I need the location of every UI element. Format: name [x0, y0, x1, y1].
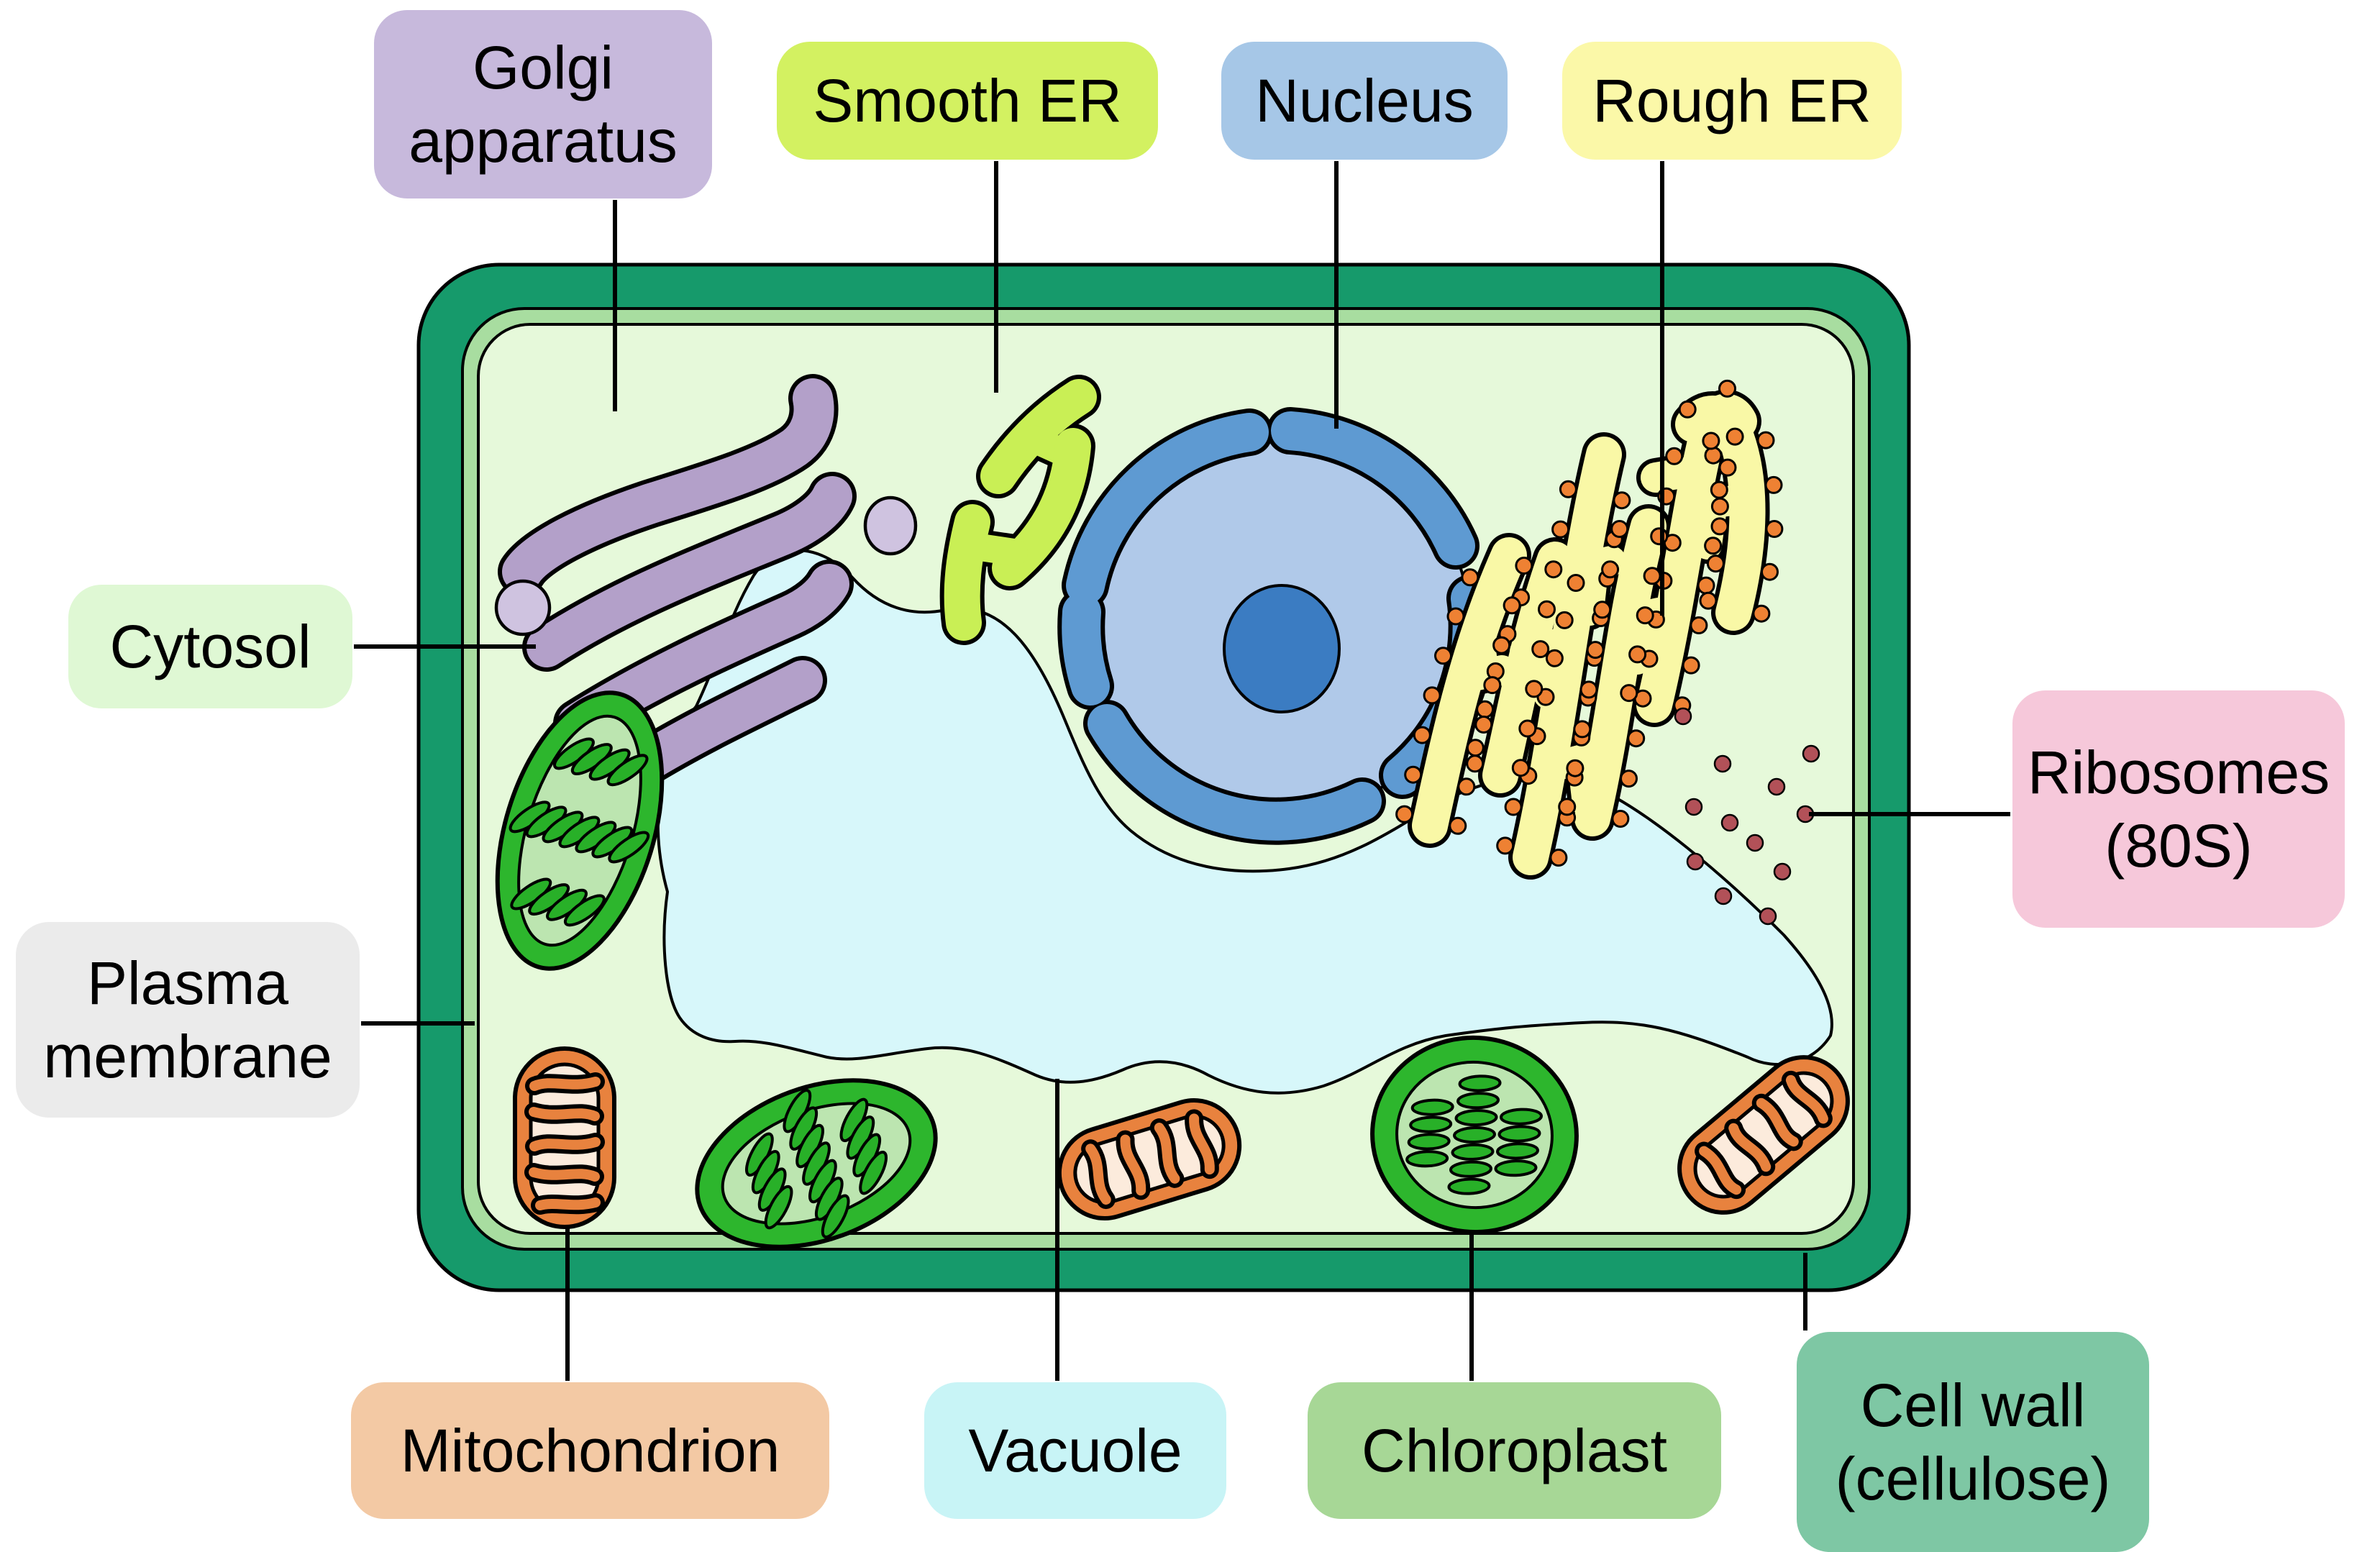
- chloroplast-left: [495, 690, 665, 971]
- mitochondrion-left: [513, 1046, 616, 1229]
- label-smooth-er: Smooth ER: [777, 42, 1158, 160]
- label-text: Vacuole: [968, 1416, 1182, 1484]
- label-text: Chloroplast: [1362, 1416, 1667, 1484]
- golgi-apparatus: [494, 374, 918, 789]
- label-rough-er: Rough ER: [1562, 42, 1902, 160]
- rough-er-ribosome-dots: [1395, 379, 1784, 867]
- label-chloroplast: Chloroplast: [1308, 1382, 1721, 1519]
- label-text: Golgi apparatus: [409, 33, 678, 175]
- mitochondrion-bottom-right: [1677, 1055, 1850, 1215]
- chloroplast-bottom-left: [695, 1078, 938, 1249]
- label-text: Cell wall (cellulose): [1835, 1371, 2111, 1512]
- smooth-er: [939, 375, 1101, 645]
- label-text: Plasma membrane: [43, 949, 332, 1090]
- ribosomes-cluster: [1674, 707, 1820, 926]
- label-vacuole: Vacuole: [924, 1382, 1226, 1519]
- vacuole-shape: [656, 549, 1833, 1095]
- mitochondrion-bottom-center: [1057, 1097, 1242, 1221]
- golgi-vesicle: [494, 579, 552, 636]
- label-text: Rough ER: [1592, 66, 1871, 134]
- label-cell-wall: Cell wall (cellulose): [1797, 1332, 2149, 1552]
- golgi-vesicle: [863, 496, 918, 556]
- label-mitochondrion: Mitochondrion: [351, 1382, 829, 1519]
- label-text: Ribosomes (80S): [2027, 738, 2330, 880]
- chloroplast-bottom-center: [1370, 1035, 1579, 1235]
- label-text: Nucleus: [1255, 66, 1474, 134]
- nucleolus: [1223, 584, 1341, 713]
- label-text: Smooth ER: [813, 66, 1122, 134]
- label-nucleus: Nucleus: [1221, 42, 1508, 160]
- label-text: Cytosol: [109, 612, 311, 680]
- label-text: Mitochondrion: [400, 1416, 780, 1484]
- nucleus: [1057, 407, 1496, 845]
- label-cytosol: Cytosol: [68, 585, 352, 708]
- label-ribosomes: Ribosomes (80S): [2012, 690, 2345, 928]
- label-plasma-membrane: Plasma membrane: [16, 922, 360, 1118]
- label-golgi-apparatus: Golgi apparatus: [374, 10, 712, 198]
